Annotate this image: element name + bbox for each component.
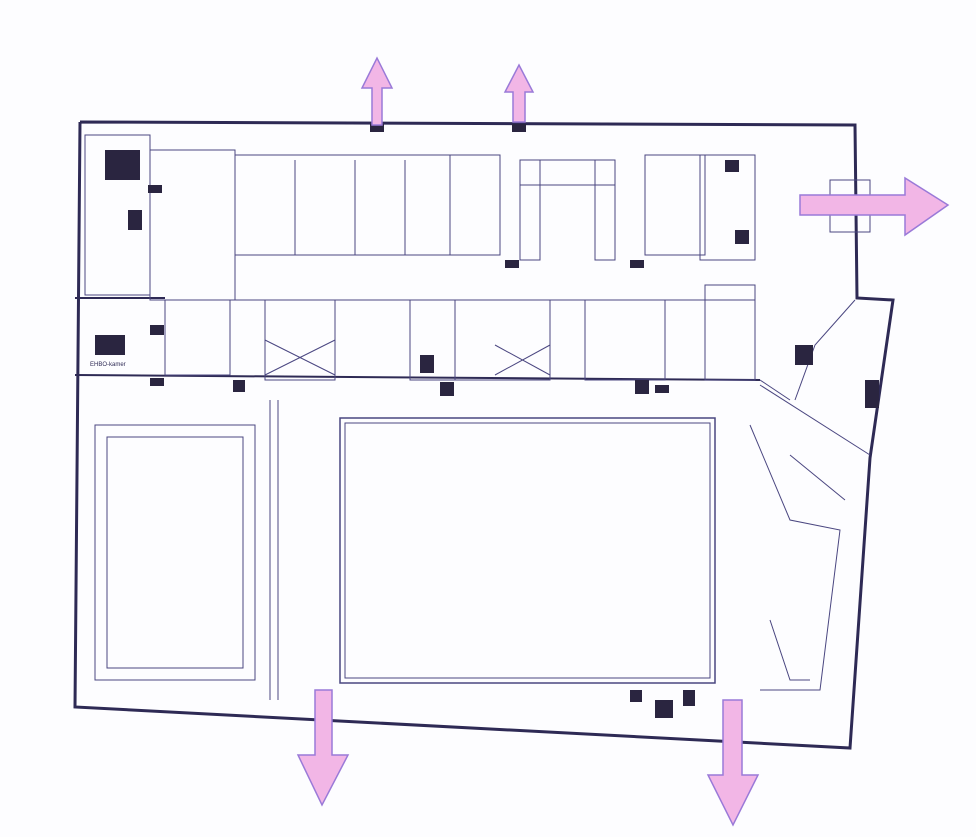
exit-arrow-top-left bbox=[360, 56, 394, 126]
upper-rooms bbox=[84, 134, 756, 381]
exit-arrow-bottom-left bbox=[296, 689, 350, 807]
exit-arrows bbox=[296, 56, 950, 827]
outer-walls bbox=[73, 120, 895, 750]
room-label: EHBO-kamer bbox=[90, 362, 126, 368]
sports-halls bbox=[94, 299, 871, 700]
exit-arrow-top-center bbox=[503, 63, 535, 123]
exit-arrow-bottom-right bbox=[706, 699, 760, 827]
exit-arrow-right bbox=[799, 176, 950, 237]
safety-symbols: EHBO-kamer bbox=[90, 124, 879, 738]
